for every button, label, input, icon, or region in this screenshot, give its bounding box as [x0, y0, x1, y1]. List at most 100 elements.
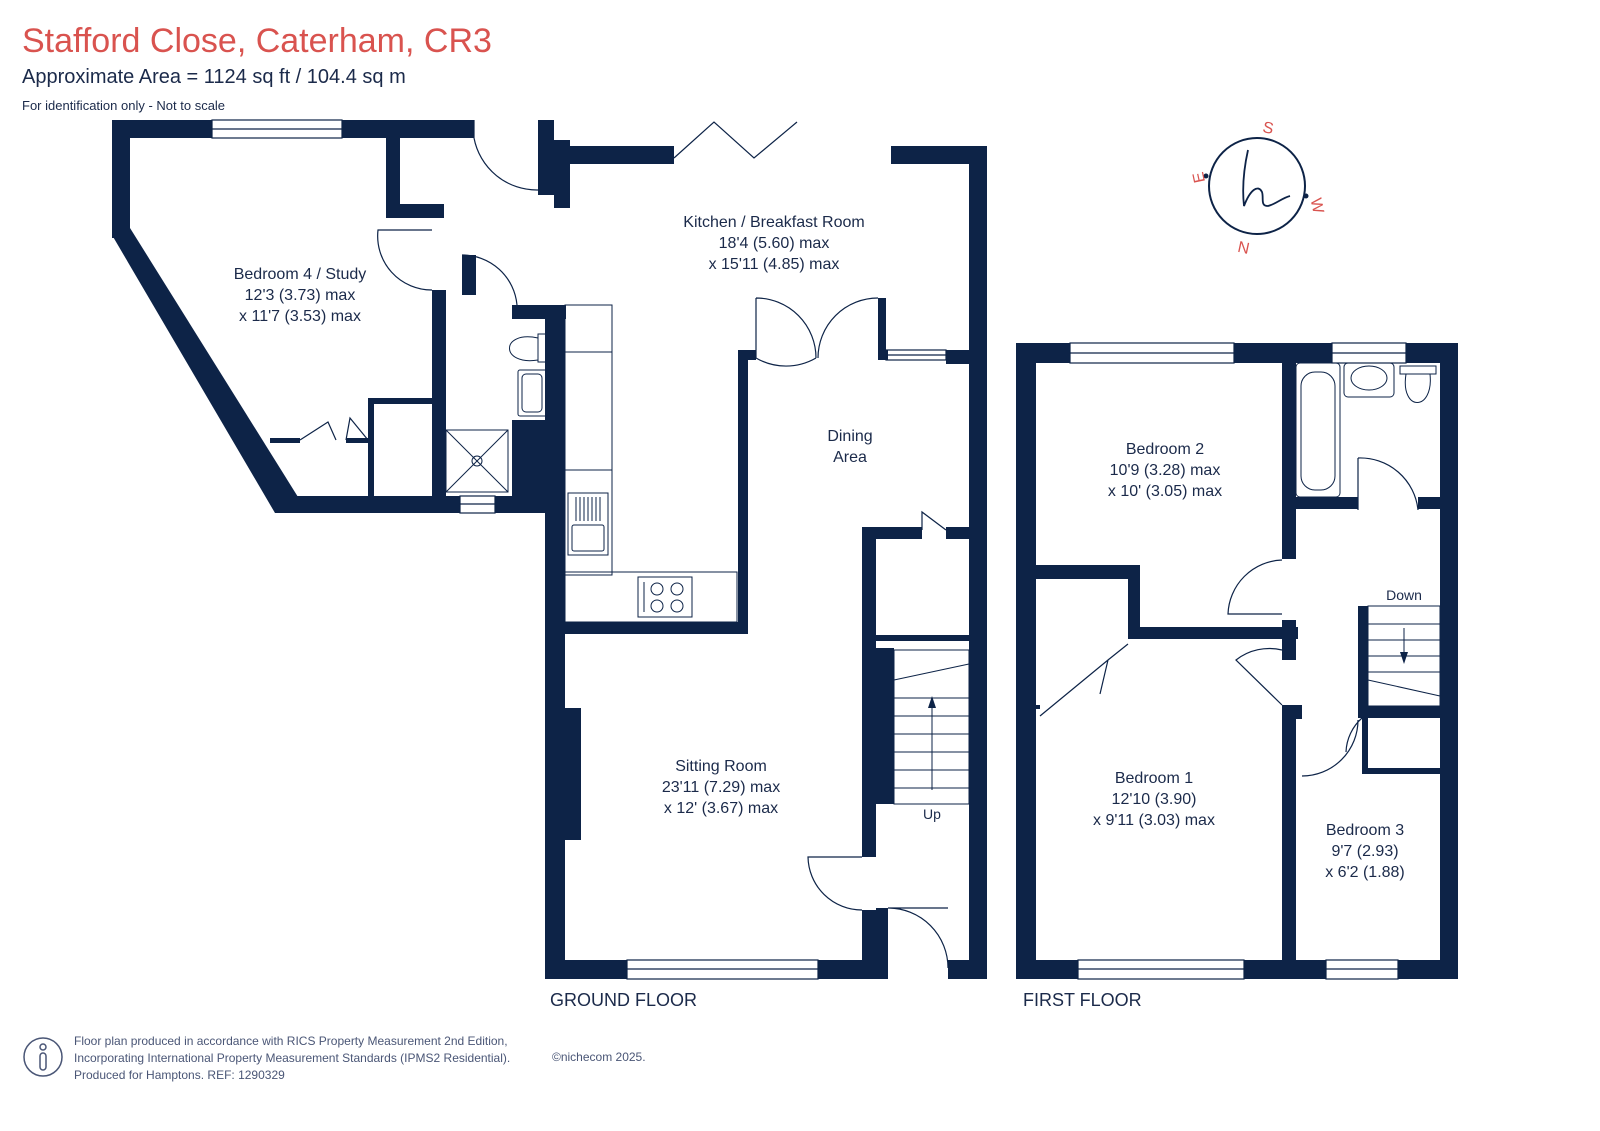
room-dining-line1: Dining: [827, 428, 872, 445]
wall-hall-top2: [946, 527, 969, 539]
wall-bedroom4-slant: [112, 228, 298, 513]
ensuite-basin: [517, 369, 549, 417]
room-bedroom2-name: Bedroom 2: [1126, 441, 1204, 458]
wall-fireplace: [565, 708, 581, 840]
wall-cupboard-bottom: [876, 635, 969, 641]
compass-w: W: [1307, 197, 1327, 216]
room-bedroom1-dim1: 12'10 (3.90): [1112, 791, 1197, 808]
wall-wardrobe-v: [368, 398, 374, 498]
door-landing-cupboard: [1345, 717, 1363, 753]
room-bedroom2-dim2: x 10' (3.05) max: [1108, 483, 1222, 500]
compass-e: E: [1190, 170, 1209, 184]
room-bedroom1-dim2: x 9'11 (3.03) max: [1093, 812, 1215, 829]
first-floor-label: FIRST FLOOR: [1023, 990, 1142, 1010]
wall-landing-stub: [1296, 705, 1302, 719]
wall-bedroom4-inner-h: [386, 204, 444, 218]
wall-bedroom4-left: [112, 120, 130, 238]
door-bedroom1: [1235, 647, 1283, 706]
wall-bath-bottom2: [1418, 497, 1440, 509]
room-bedroom1-name: Bedroom 1: [1115, 770, 1193, 787]
footer-copyright: ©nichecom 2025.: [552, 1050, 646, 1064]
stair-down-arrow: [1400, 652, 1408, 664]
footer-text: Floor plan produced in accordance with R…: [74, 1033, 510, 1084]
bath: [1295, 362, 1341, 498]
room-kitchen-name: Kitchen / Breakfast Room: [683, 214, 864, 231]
stair-up-arrow: [928, 696, 936, 708]
wall-bedroom4-top-right: [342, 120, 474, 138]
door-sitting: [807, 856, 863, 911]
wall-bed3-cupboard-h: [1362, 768, 1440, 774]
bifold-doors: [673, 121, 798, 159]
room-kitchen-dim2: x 15'11 (4.85) max: [709, 256, 840, 273]
wall-kitchen-partition: [738, 350, 748, 634]
room-bedroom3-dim2: x 6'2 (1.88): [1325, 864, 1405, 881]
hob: [637, 576, 693, 618]
wall-bedroom4-right: [432, 290, 446, 510]
footer-line2: Incorporating International Property Mea…: [74, 1051, 511, 1065]
page-title: Stafford Close, Caterham, CR3: [22, 22, 492, 60]
wall-ground-bottom-door: [948, 960, 987, 979]
wall-first-left: [1016, 343, 1036, 979]
ground-floor-label: GROUND FLOOR: [550, 990, 697, 1010]
door-bathroom: [1357, 457, 1419, 511]
door-front-entry: [473, 120, 539, 191]
door-wardrobe: [299, 416, 369, 441]
info-person-icon: [23, 1037, 63, 1077]
wall-first-top-mid: [1234, 343, 1332, 363]
room-bedroom4-dim2: x 11'7 (3.53) max: [239, 308, 361, 325]
wall-bedroom4-inner-v: [386, 138, 400, 218]
wall-entry-jamb-left: [538, 120, 554, 195]
french-door-right: [817, 297, 879, 359]
wall-dining-right-stub: [878, 350, 888, 360]
wall-hall-left: [862, 527, 876, 857]
wall-door-jamb: [462, 255, 476, 295]
room-sitting-dim2: x 12' (3.67) max: [664, 800, 778, 817]
wall-kitchen-partition-top: [738, 350, 756, 360]
bathroom-basin: [1343, 362, 1395, 398]
wall-landing-left: [1282, 620, 1296, 660]
compass-logo-icon: [1242, 149, 1291, 207]
wall-ground-left: [545, 305, 565, 979]
wall-wardrobe-bottom: [270, 438, 300, 443]
wall-sitting-top: [565, 622, 748, 634]
wall-stair-down-left: [1358, 606, 1368, 710]
room-sitting-name: Sitting Room: [675, 758, 767, 775]
wall-wardrobe-bottom2: [346, 438, 370, 443]
approximate-area: Approximate Area = 1124 sq ft / 104.4 sq…: [22, 66, 406, 88]
wall-bed3-cupboard: [1362, 718, 1368, 774]
wall-bed2-landing: [1128, 627, 1298, 639]
door-front-hall: [887, 907, 949, 969]
footer-line3: Produced for Hamptons. REF: 1290329: [74, 1068, 285, 1082]
wall-bed2-notch: [1128, 565, 1140, 637]
stairs-up: [893, 649, 970, 805]
wall-first-bottom-left: [1016, 960, 1078, 979]
room-bedroom3-dim1: 9'7 (2.93): [1331, 843, 1398, 860]
wall-wardrobe-h: [372, 398, 434, 404]
bathroom-toilet: [1399, 365, 1437, 403]
ensuite-shower: [445, 429, 509, 493]
compass-s: S: [1261, 119, 1275, 138]
room-kitchen-dim1: 18'4 (5.60) max: [719, 235, 830, 252]
wall-dining-right-stub2: [946, 350, 969, 364]
wall-first-bottom-right: [1398, 960, 1458, 979]
wall-bedroom4-bottom: [285, 496, 460, 513]
compass-rose: S W N E: [1190, 119, 1326, 258]
room-dining-line2: Area: [833, 449, 867, 466]
wall-hall-top: [862, 527, 922, 539]
wall-bed1-wardrobe: [1036, 705, 1040, 709]
sink-drainer: [575, 497, 601, 521]
footer-line1: Floor plan produced in accordance with R…: [74, 1034, 508, 1048]
door-ensuite: [461, 254, 518, 306]
wall-stair-left: [876, 648, 894, 804]
door-bedroom4: [377, 229, 433, 291]
room-sitting-dim1: 23'11 (7.29) max: [662, 779, 780, 796]
wall-dining-right-top: [878, 298, 886, 358]
compass-n: N: [1236, 239, 1251, 258]
wall-first-top-left: [1016, 343, 1070, 363]
room-bedroom4-name: Bedroom 4 / Study: [234, 266, 367, 283]
wall-bath-bottom: [1282, 497, 1358, 509]
wall-kitchen-right: [969, 146, 987, 979]
door-bed1-wardrobe: [1039, 643, 1129, 717]
wall-bed3-top: [1358, 706, 1440, 718]
wall-kitchen-top-right: [891, 146, 987, 164]
